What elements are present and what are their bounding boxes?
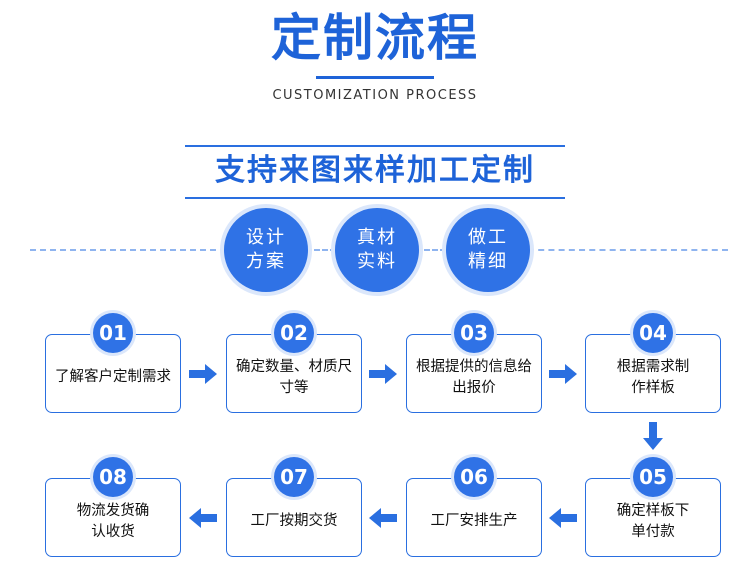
dashed-divider: [416, 249, 446, 251]
banner-top-line: [185, 145, 565, 147]
step-badge-05: 05: [633, 457, 673, 497]
arrow-right-icon: [549, 364, 577, 384]
arrow-left-icon: [369, 508, 397, 528]
arrow-down-icon: [643, 422, 663, 450]
dashed-divider: [306, 249, 336, 251]
feature-label: 方案: [246, 251, 286, 272]
step-text: 了解客户定制需求: [55, 369, 171, 385]
step-text: 确定数量、材质尺寸等: [236, 358, 352, 396]
page-subtitle: CUSTOMIZATION PROCESS: [272, 88, 478, 103]
step-text: 根据需求制作样板: [616, 358, 690, 396]
step-text: 工厂安排生产: [430, 513, 518, 529]
banner-bottom-line: [185, 197, 565, 199]
title-underline: [316, 76, 434, 79]
arrow-right-icon: [369, 364, 397, 384]
dashed-divider: [528, 249, 728, 251]
step-badge-02: 02: [274, 313, 314, 353]
feature-label: 精细: [468, 251, 508, 272]
feature-label: 真材: [357, 227, 397, 248]
step-text: 确定样板下单付款: [616, 502, 690, 540]
step-badge-04: 04: [633, 313, 673, 353]
feature-circle-craft: 做工 精细: [446, 208, 530, 292]
arrow-right-icon: [189, 364, 217, 384]
dashed-divider: [30, 249, 226, 251]
feature-label: 做工: [468, 227, 508, 248]
step-badge-01: 01: [93, 313, 133, 353]
step-card-05: 确定样板下单付款: [585, 478, 721, 557]
feature-circle-material: 真材 实料: [335, 208, 419, 292]
feature-label: 设计: [246, 227, 286, 248]
page-title: 定制流程: [271, 9, 479, 67]
feature-label: 实料: [357, 251, 397, 272]
feature-circle-design: 设计 方案: [224, 208, 308, 292]
step-badge-03: 03: [454, 313, 494, 353]
step-text: 工厂按期交货: [250, 513, 338, 529]
arrow-left-icon: [549, 508, 577, 528]
banner-heading: 支持来图来样加工定制: [215, 153, 535, 188]
step-badge-07: 07: [274, 457, 314, 497]
step-text: 根据提供的信息给出报价: [416, 358, 532, 396]
arrow-left-icon: [189, 508, 217, 528]
step-text: 物流发货确认收货: [76, 502, 150, 540]
step-badge-08: 08: [93, 457, 133, 497]
step-badge-06: 06: [454, 457, 494, 497]
step-card-02: 确定数量、材质尺寸等: [226, 334, 362, 413]
